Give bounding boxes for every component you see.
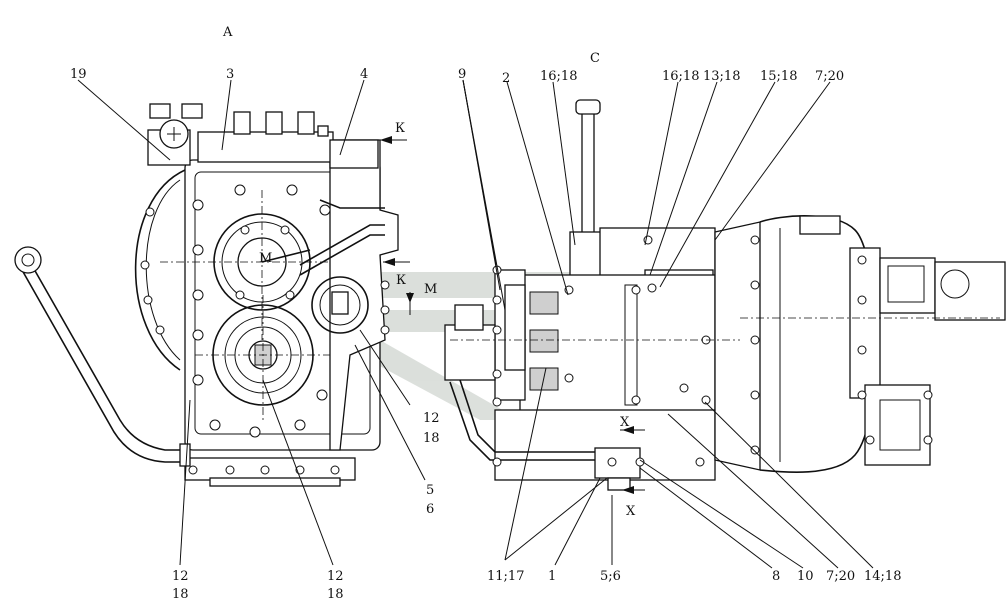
section-x-bottom: X xyxy=(626,504,636,519)
section-m-right: M xyxy=(424,282,437,297)
section-k-top: К xyxy=(395,121,405,136)
callout-5: 5 xyxy=(426,483,434,498)
callout-14-18: 14;18 xyxy=(864,569,901,584)
view-c-bolts xyxy=(492,235,933,467)
view-a-bolts xyxy=(140,184,390,475)
section-m-gear: M xyxy=(259,251,272,266)
callout-18-bottom-mid: 18 xyxy=(327,587,344,602)
callout-2: 2 xyxy=(502,71,510,86)
callout-11-17: 11;17 xyxy=(487,569,524,584)
labels: A C К К M M X X 19 3 4 9 2 16;18 16;18 1… xyxy=(70,25,901,602)
section-marks xyxy=(380,136,645,494)
callout-6: 6 xyxy=(426,502,434,517)
leader-lines xyxy=(77,79,874,569)
callout-10: 10 xyxy=(797,569,814,584)
view-a-gearbox xyxy=(14,103,399,487)
callout-12-bottom-mid: 12 xyxy=(327,569,344,584)
section-x-top: X xyxy=(620,415,630,430)
callout-15-18: 15;18 xyxy=(760,69,797,84)
callout-18-mid: 18 xyxy=(423,431,440,446)
section-k-mid: К xyxy=(396,273,406,288)
callout-5-6: 5;6 xyxy=(600,569,621,584)
callout-12-mid: 12 xyxy=(423,411,440,426)
callout-16-18-b: 16;18 xyxy=(662,69,699,84)
callout-4: 4 xyxy=(360,67,368,82)
callout-13-18: 13;18 xyxy=(703,69,740,84)
callout-8: 8 xyxy=(772,569,780,584)
callout-7-20-bottom: 7;20 xyxy=(826,569,855,584)
callout-7-20-top: 7;20 xyxy=(815,69,844,84)
callout-3: 3 xyxy=(226,67,234,82)
callout-1: 1 xyxy=(548,569,556,584)
callout-19: 19 xyxy=(70,67,87,82)
callout-16-18-a: 16;18 xyxy=(540,69,577,84)
callout-18-bottom-left: 18 xyxy=(172,587,189,602)
callout-12-bottom-left: 12 xyxy=(172,569,189,584)
view-a-label: A xyxy=(222,25,233,40)
view-c-label: C xyxy=(590,51,600,66)
callout-9: 9 xyxy=(458,67,466,82)
